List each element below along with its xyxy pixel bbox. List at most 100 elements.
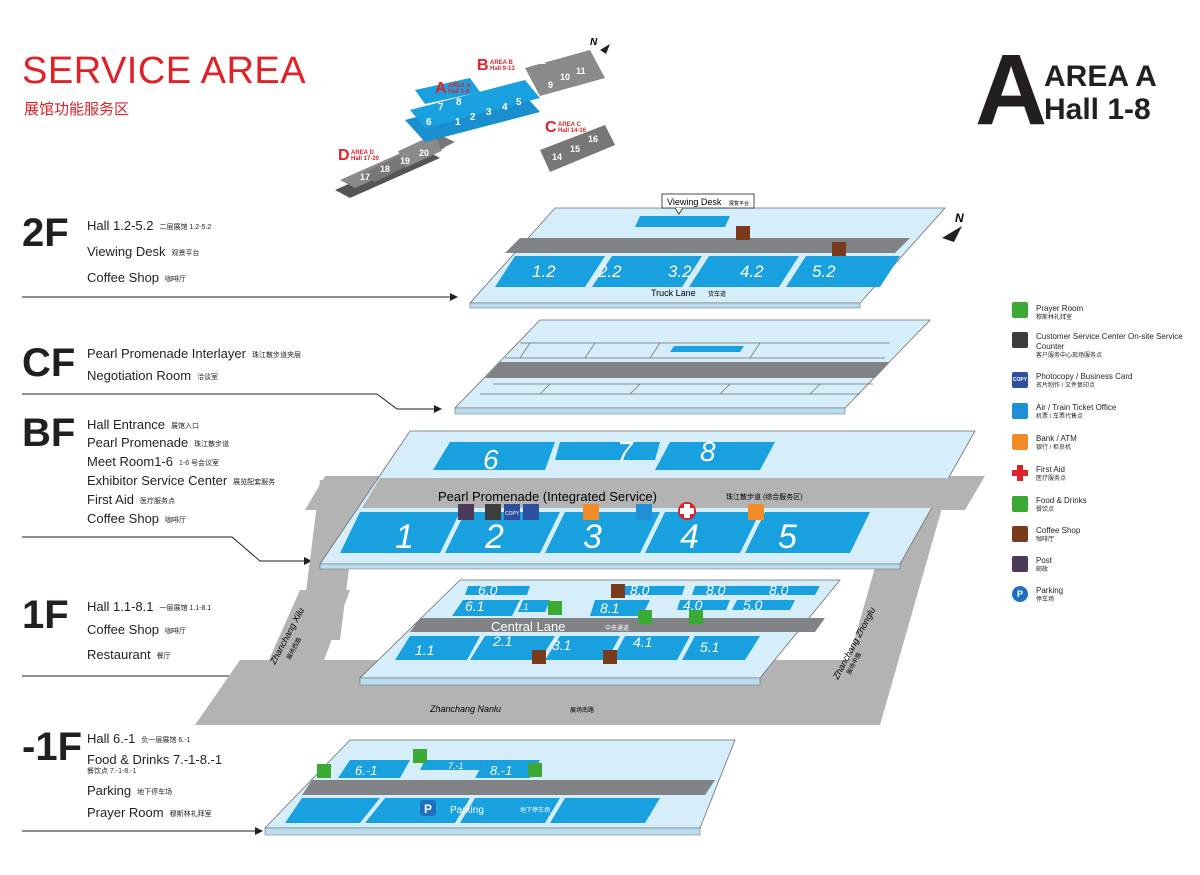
copy-icon[interactable]	[504, 504, 520, 520]
hall-9-label: 9	[548, 80, 553, 90]
hall-10-label: 10	[560, 72, 570, 82]
hall-17-label: 17	[360, 172, 370, 182]
area-b-key-name: AREA B	[490, 60, 513, 66]
hall-8-0-b[interactable]	[692, 586, 760, 595]
road-nanlu-label: Zhanchang Nanlu	[429, 704, 501, 714]
copy-icon-label: COPY	[505, 511, 520, 517]
hall-1-1-label: 1.1	[415, 642, 434, 658]
food-drinks-icon[interactable]	[528, 763, 542, 777]
customer-service-icon[interactable]	[485, 504, 501, 520]
road-nanlu-label-cn: 展场南路	[570, 706, 594, 714]
hall-6-1-label: 6.1	[465, 598, 484, 614]
hall-6[interactable]	[433, 442, 555, 470]
hall-2-1-label: 2.1	[492, 633, 512, 649]
interlayer-strip[interactable]	[670, 346, 744, 352]
floor-maps: 1.2 2.2 3.2 4.2 5.2 Truck Lane 货车道 Viewi…	[22, 193, 985, 836]
hall-2-label: 2	[470, 112, 476, 123]
hall-5-1[interactable]	[682, 636, 760, 660]
legend-label-cn: 穆斯林礼拜室	[1036, 315, 1073, 321]
coffee-shop-icon[interactable]	[832, 242, 846, 256]
legend-bank-atm-icon	[1012, 434, 1028, 450]
coffee-shop-icon[interactable]	[611, 584, 625, 598]
legend-parking-icon: P	[1012, 586, 1028, 602]
hall-8-1[interactable]	[590, 600, 650, 616]
hall-15-label: 15	[570, 144, 580, 154]
hall-6-0[interactable]	[465, 586, 530, 595]
hall-8-0-a[interactable]	[617, 586, 685, 595]
food-drinks-icon[interactable]	[548, 601, 562, 615]
area-d-key-halls: Hall 17-20	[351, 156, 380, 162]
coffee-shop-icon[interactable]	[532, 650, 546, 664]
hall-5-0[interactable]	[732, 600, 795, 610]
area-b-block[interactable]	[525, 50, 605, 96]
post-icon[interactable]	[458, 504, 474, 520]
coffee-shop-icon[interactable]	[603, 650, 617, 664]
hall-8-0-c[interactable]	[755, 586, 820, 595]
hall-3-2-label: 3.2	[668, 262, 692, 281]
area-b-key-letter: B	[477, 57, 489, 74]
hall-7-label: 7	[617, 436, 634, 467]
parking-icon[interactable]: P	[420, 800, 436, 816]
truck-lane-label-cn: 货车道	[708, 290, 726, 298]
hall-7-1[interactable]	[518, 600, 550, 612]
hall-2[interactable]	[445, 512, 560, 553]
legend-label-cn: 机票 / 车票代售点	[1036, 414, 1084, 420]
hall-5-2[interactable]	[862, 256, 900, 287]
legend-label: Food & Drinks	[1036, 496, 1087, 505]
hall-3-1[interactable]	[545, 636, 620, 660]
map-2f: 1.2 2.2 3.2 4.2 5.2 Truck Lane 货车道 Viewi…	[469, 193, 964, 309]
first-aid-icon[interactable]	[678, 502, 696, 520]
legend-ticket-office-icon	[1012, 403, 1028, 419]
hall-6-1[interactable]	[452, 600, 520, 616]
key-map: 17 18 19 20 1 2 3 4 5 6 7 8 9 10 11 12 1…	[335, 37, 615, 198]
area-a-key-name: AREA A	[448, 83, 471, 89]
hall-1-1[interactable]	[395, 636, 480, 660]
bank-atm-icon[interactable]	[583, 504, 599, 520]
hall-4[interactable]	[645, 512, 760, 553]
area-c-block[interactable]	[540, 125, 615, 172]
hall-7-label: 7	[438, 102, 444, 113]
ticket-office-icon[interactable]	[636, 504, 652, 520]
food-drinks-icon[interactable]	[413, 749, 427, 763]
coffee-shop-icon[interactable]	[736, 226, 750, 240]
bank-atm-icon[interactable]	[748, 504, 764, 520]
viewing-desk-label: Viewing Desk	[667, 197, 722, 207]
hall-3-label: 3	[486, 107, 492, 118]
hall-20-label: 20	[419, 148, 429, 158]
hall-7-m1[interactable]	[420, 760, 485, 770]
prayer-room-icon[interactable]	[317, 764, 331, 778]
hall-1[interactable]	[340, 512, 460, 553]
hall-8[interactable]	[655, 442, 775, 470]
hall-4-1[interactable]	[612, 636, 690, 660]
hall-8-0-a-label: 8.0	[630, 582, 650, 598]
legend-first-aid-icon	[1012, 465, 1028, 481]
hall-7[interactable]	[555, 442, 660, 460]
hall-5[interactable]	[745, 512, 870, 553]
parking-label-cn: 地下停车场	[520, 806, 550, 814]
hall-3-2[interactable]	[689, 256, 799, 287]
viewing-desk-area[interactable]	[635, 216, 730, 227]
food-drinks-icon[interactable]	[638, 610, 652, 624]
legend-label: Air / Train Ticket Office	[1036, 403, 1117, 412]
hall-4-0[interactable]	[677, 600, 730, 610]
photocopy-icon[interactable]	[523, 504, 539, 520]
map-m1f: 6.-1 7.-1 8.-1 P Parking 地下停车场	[264, 739, 736, 836]
central-lane-label: Central Lane	[491, 619, 565, 634]
hall-3[interactable]	[545, 512, 660, 553]
area-c-key-letter: C	[545, 119, 557, 136]
item-m1f-food: Food & Drinks 7.-1-8.-1	[87, 752, 223, 767]
food-drinks-icon[interactable]	[689, 610, 703, 624]
area-a-block[interactable]	[410, 80, 540, 128]
hall-8-m1[interactable]	[475, 760, 540, 778]
floor-label-cf: CF	[22, 341, 76, 385]
hall-1-2[interactable]	[495, 256, 605, 287]
hall-6-m1[interactable]	[338, 760, 410, 778]
hall-2-2[interactable]	[592, 256, 702, 287]
area-c-key-halls: Hall 14-16	[558, 128, 587, 134]
